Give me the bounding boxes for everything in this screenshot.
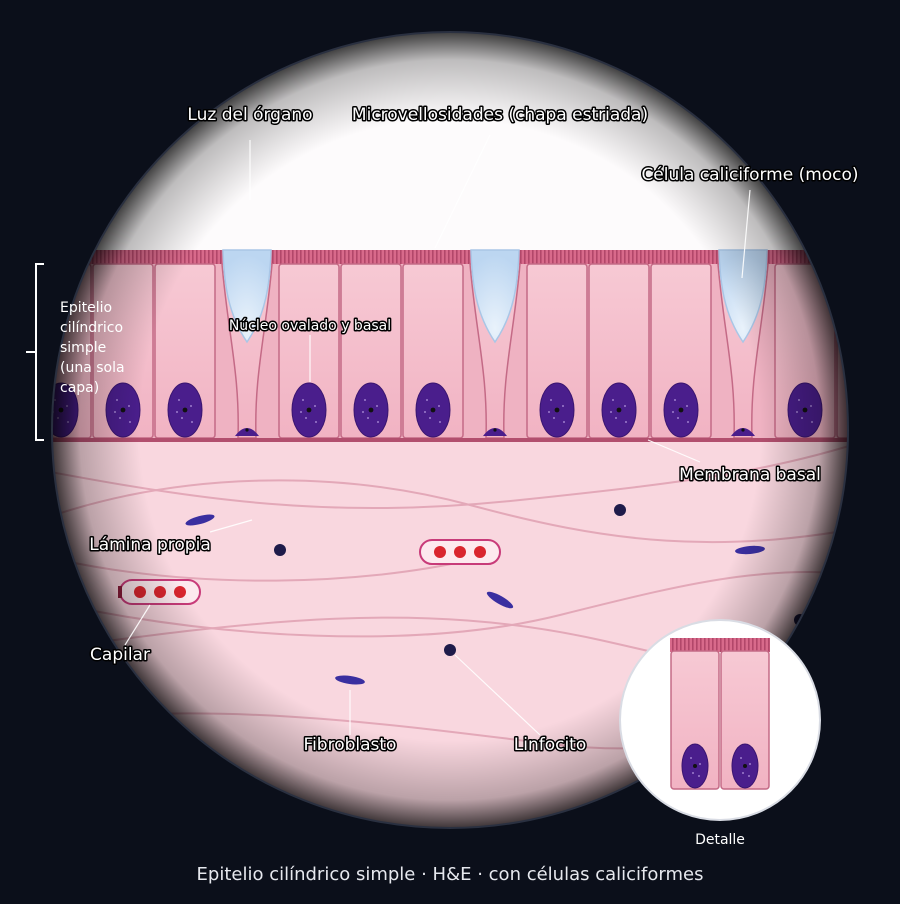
cell-nucleus	[850, 383, 884, 437]
label-lamina-propia: Lámina propia	[89, 535, 211, 555]
detail-columnar-cell	[670, 638, 720, 790]
leader-lines	[124, 134, 751, 736]
label-lymphocyte: Linfocito	[514, 735, 587, 755]
label-detail: Detalle	[695, 832, 745, 848]
detail-columnar-cell	[720, 638, 770, 790]
bracket-line: cilíndrico	[60, 320, 123, 336]
bracket-line: capa)	[60, 380, 99, 396]
bracket-line: simple	[60, 340, 106, 356]
label-nucleus: Núcleo ovalado y basal	[229, 318, 391, 334]
bracket-line: (una sola	[60, 360, 125, 376]
caption: Epitelio cilíndrico simple · H&E · con c…	[197, 864, 704, 885]
label-goblet-cell: Célula caliciforme (moco)	[641, 165, 858, 185]
field-border	[51, 31, 849, 829]
epithelium-bracket: Epitelio cilíndrico simple (una sola cap…	[26, 263, 125, 441]
label-capillary: Capilar	[90, 645, 150, 665]
detail-inset	[619, 619, 821, 821]
label-fibroblast: Fibroblasto	[304, 735, 397, 755]
label-lumen: Luz del órgano	[187, 105, 312, 125]
label-basal-membrane: Membrana basal	[679, 465, 821, 485]
label-microvilli: Microvellosidades (chapa estriada)	[352, 105, 648, 125]
bracket-line: Epitelio	[60, 300, 112, 316]
